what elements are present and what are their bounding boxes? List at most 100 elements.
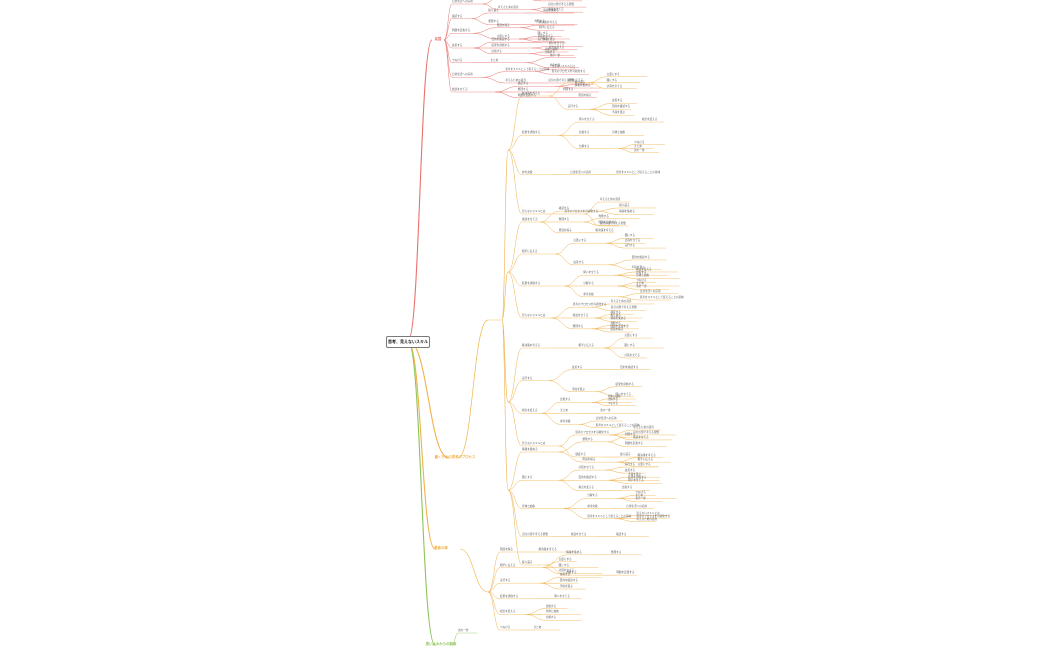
- map-node[interactable]: 検証する: [558, 207, 570, 211]
- map-node[interactable]: 解決策を考える: [539, 21, 558, 25]
- map-node[interactable]: 相手に伝える: [539, 26, 555, 30]
- map-node[interactable]: 図にする: [537, 32, 548, 36]
- map-node[interactable]: 原因を探る: [610, 328, 624, 332]
- map-node[interactable]: 改善する: [571, 365, 583, 369]
- map-node[interactable]: 原因を探る: [582, 458, 596, 462]
- map-node[interactable]: 問いを立てる: [554, 594, 570, 598]
- branch-node[interactable]: 最後の章: [434, 545, 448, 550]
- map-node[interactable]: 問いを立てる: [583, 271, 599, 275]
- map-node[interactable]: 思考をスキルとして捉えることの意味: [616, 170, 661, 174]
- map-node[interactable]: 見えないスキルとは: [636, 511, 660, 515]
- map-node[interactable]: まとめ: [636, 282, 644, 285]
- map-node[interactable]: 計画を立てる: [624, 353, 640, 357]
- map-node[interactable]: つなげる: [635, 491, 646, 495]
- map-node[interactable]: 図にする: [522, 476, 533, 480]
- map-node[interactable]: まとめ: [490, 58, 499, 62]
- map-node[interactable]: 自分の頭で考える習慣: [633, 430, 660, 434]
- map-node[interactable]: 判断する: [610, 321, 621, 325]
- map-node[interactable]: 目的を確認する: [578, 476, 597, 480]
- map-node[interactable]: 相手に伝える: [500, 563, 516, 567]
- map-node[interactable]: 思考のプロセスを可視化する: [572, 303, 607, 307]
- map-node[interactable]: つなげる: [636, 278, 647, 282]
- map-node[interactable]: 相手に伝える: [637, 458, 654, 462]
- map-node[interactable]: 相手に伝える: [578, 344, 594, 347]
- map-node[interactable]: 実行する: [500, 579, 511, 583]
- map-node[interactable]: 目的を確認する: [631, 255, 650, 259]
- map-node[interactable]: 考えるための道具: [505, 78, 526, 82]
- map-node[interactable]: まとめ: [634, 144, 642, 148]
- map-node[interactable]: 解決策を考える: [538, 548, 557, 551]
- map-node[interactable]: 手段を選ぶ: [559, 585, 573, 589]
- root-node[interactable]: 思考、見えないスキル: [386, 336, 430, 348]
- map-node[interactable]: 日常生活への応用: [570, 170, 591, 174]
- map-node[interactable]: まとめ: [560, 409, 568, 413]
- map-node[interactable]: 具体と抽象: [522, 504, 535, 508]
- map-node[interactable]: 仮説を立てる: [633, 435, 649, 439]
- map-node[interactable]: 計画を立てる: [624, 239, 641, 243]
- map-node[interactable]: 実行する: [567, 105, 579, 109]
- map-node[interactable]: 原因を探る: [578, 93, 592, 97]
- map-node[interactable]: 自分の頭で考える習慣: [548, 3, 574, 7]
- map-node[interactable]: 問題を定義する: [517, 93, 536, 97]
- map-node[interactable]: 比較する: [491, 49, 502, 53]
- map-node[interactable]: 原因を探る: [558, 228, 572, 232]
- map-node[interactable]: 仮説を立てる: [548, 8, 564, 12]
- map-node[interactable]: 思考をスキルとして捉えることの意味: [639, 296, 684, 300]
- map-node[interactable]: 判断する: [563, 88, 574, 91]
- map-node[interactable]: 振り返る: [488, 9, 499, 12]
- map-node[interactable]: 日常生活への応用: [626, 504, 647, 508]
- map-node[interactable]: 問題を定義する: [598, 221, 617, 225]
- map-node[interactable]: 整理する: [517, 88, 529, 91]
- map-node[interactable]: 仮説を立てる: [452, 88, 468, 91]
- map-node[interactable]: つなげる: [634, 140, 645, 144]
- map-node[interactable]: 具体と抽象: [544, 47, 558, 51]
- map-node[interactable]: 思考のプロセスを可視化する: [551, 70, 586, 74]
- map-node[interactable]: 視点を変える: [548, 45, 565, 49]
- map-node[interactable]: 日常生活への応用: [452, 0, 473, 3]
- map-node[interactable]: 整理する: [610, 550, 622, 554]
- map-node[interactable]: 計画を立てる: [537, 34, 554, 38]
- map-node[interactable]: 具体と抽象: [607, 395, 621, 398]
- map-node[interactable]: 情報を集める: [543, 9, 559, 12]
- map-node[interactable]: 相手に伝える: [522, 250, 538, 253]
- map-node[interactable]: 言葉にする: [637, 462, 651, 466]
- map-node[interactable]: 次の一歩: [635, 497, 646, 501]
- map-node[interactable]: 相手に伝える: [567, 78, 584, 82]
- map-node[interactable]: 言葉にする: [624, 334, 638, 338]
- map-node[interactable]: 目的を確認する: [491, 38, 510, 42]
- map-node[interactable]: 思考のプロセスを可視化する: [636, 514, 671, 518]
- map-node[interactable]: 考えるための道具: [497, 5, 519, 9]
- map-node[interactable]: 検証する: [610, 310, 621, 314]
- map-node[interactable]: 改善する: [624, 469, 636, 473]
- map-node[interactable]: 見えないスキルとは: [522, 442, 546, 445]
- map-node[interactable]: 思考のプロセスを可視化する: [564, 210, 599, 213]
- map-node[interactable]: 解決策を考える: [637, 453, 656, 457]
- map-node[interactable]: 言葉にする: [496, 34, 510, 38]
- map-node[interactable]: 自分の頭で考える習慣: [548, 78, 575, 82]
- map-node[interactable]: 解決策を考える: [522, 92, 541, 95]
- map-node[interactable]: 検証する: [575, 453, 586, 457]
- map-node[interactable]: 分解する: [587, 494, 598, 498]
- map-node[interactable]: 視点を変える: [500, 610, 516, 614]
- map-node[interactable]: 振り返る: [620, 453, 631, 457]
- map-node[interactable]: 図にする: [558, 563, 570, 567]
- map-node[interactable]: 参考文献: [560, 420, 571, 424]
- map-node[interactable]: 図にする: [624, 234, 636, 238]
- map-node[interactable]: 日常生活への応用: [595, 417, 617, 421]
- map-node[interactable]: 情報を集める: [610, 317, 627, 321]
- map-node[interactable]: まとめ: [635, 494, 644, 498]
- map-node[interactable]: 自分の頭で考える習慣: [522, 532, 548, 536]
- map-node[interactable]: 分解する: [544, 51, 555, 55]
- map-node[interactable]: 振り返る: [574, 80, 586, 84]
- map-node[interactable]: 結果を評価する: [522, 131, 541, 135]
- map-node[interactable]: 結果を評価する: [615, 382, 634, 386]
- map-node[interactable]: 参考文献: [549, 63, 561, 67]
- map-node[interactable]: 次の一歩: [636, 285, 647, 289]
- map-node[interactable]: つなげる: [452, 58, 463, 62]
- map-node[interactable]: 検証する: [517, 82, 529, 86]
- map-node[interactable]: 判断する: [624, 433, 636, 437]
- map-node[interactable]: 言葉にする: [606, 72, 620, 76]
- map-node[interactable]: 判断する: [566, 571, 577, 575]
- map-node[interactable]: 自分の頭で考える習慣: [610, 306, 637, 310]
- branch-node[interactable]: 思い込みからの脱却: [425, 641, 457, 646]
